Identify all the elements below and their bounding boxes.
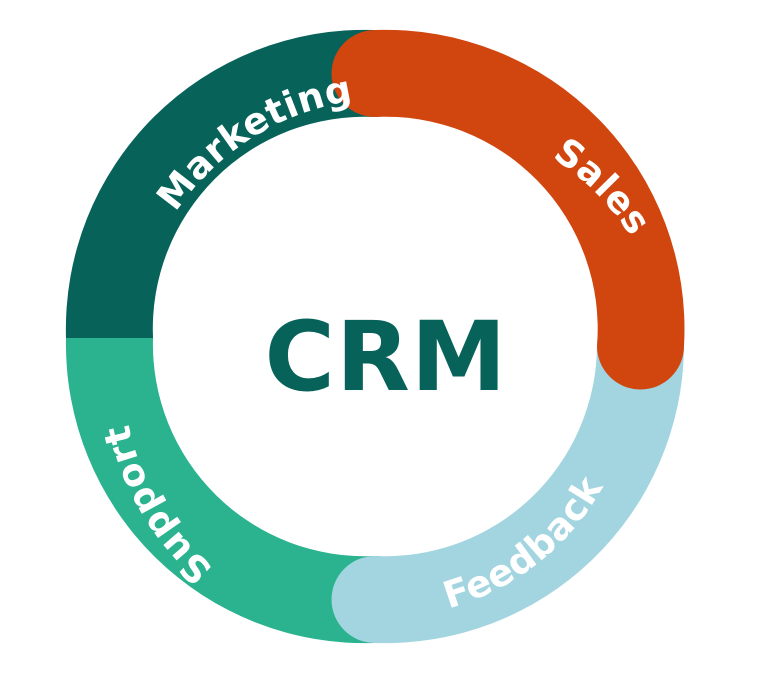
support-segment — [65, 294, 419, 644]
marketing-segment — [65, 29, 419, 338]
center-title: CRM — [265, 301, 508, 413]
feedback-segment — [331, 302, 684, 644]
segment-ring — [65, 29, 685, 644]
sales-segment — [331, 29, 685, 390]
